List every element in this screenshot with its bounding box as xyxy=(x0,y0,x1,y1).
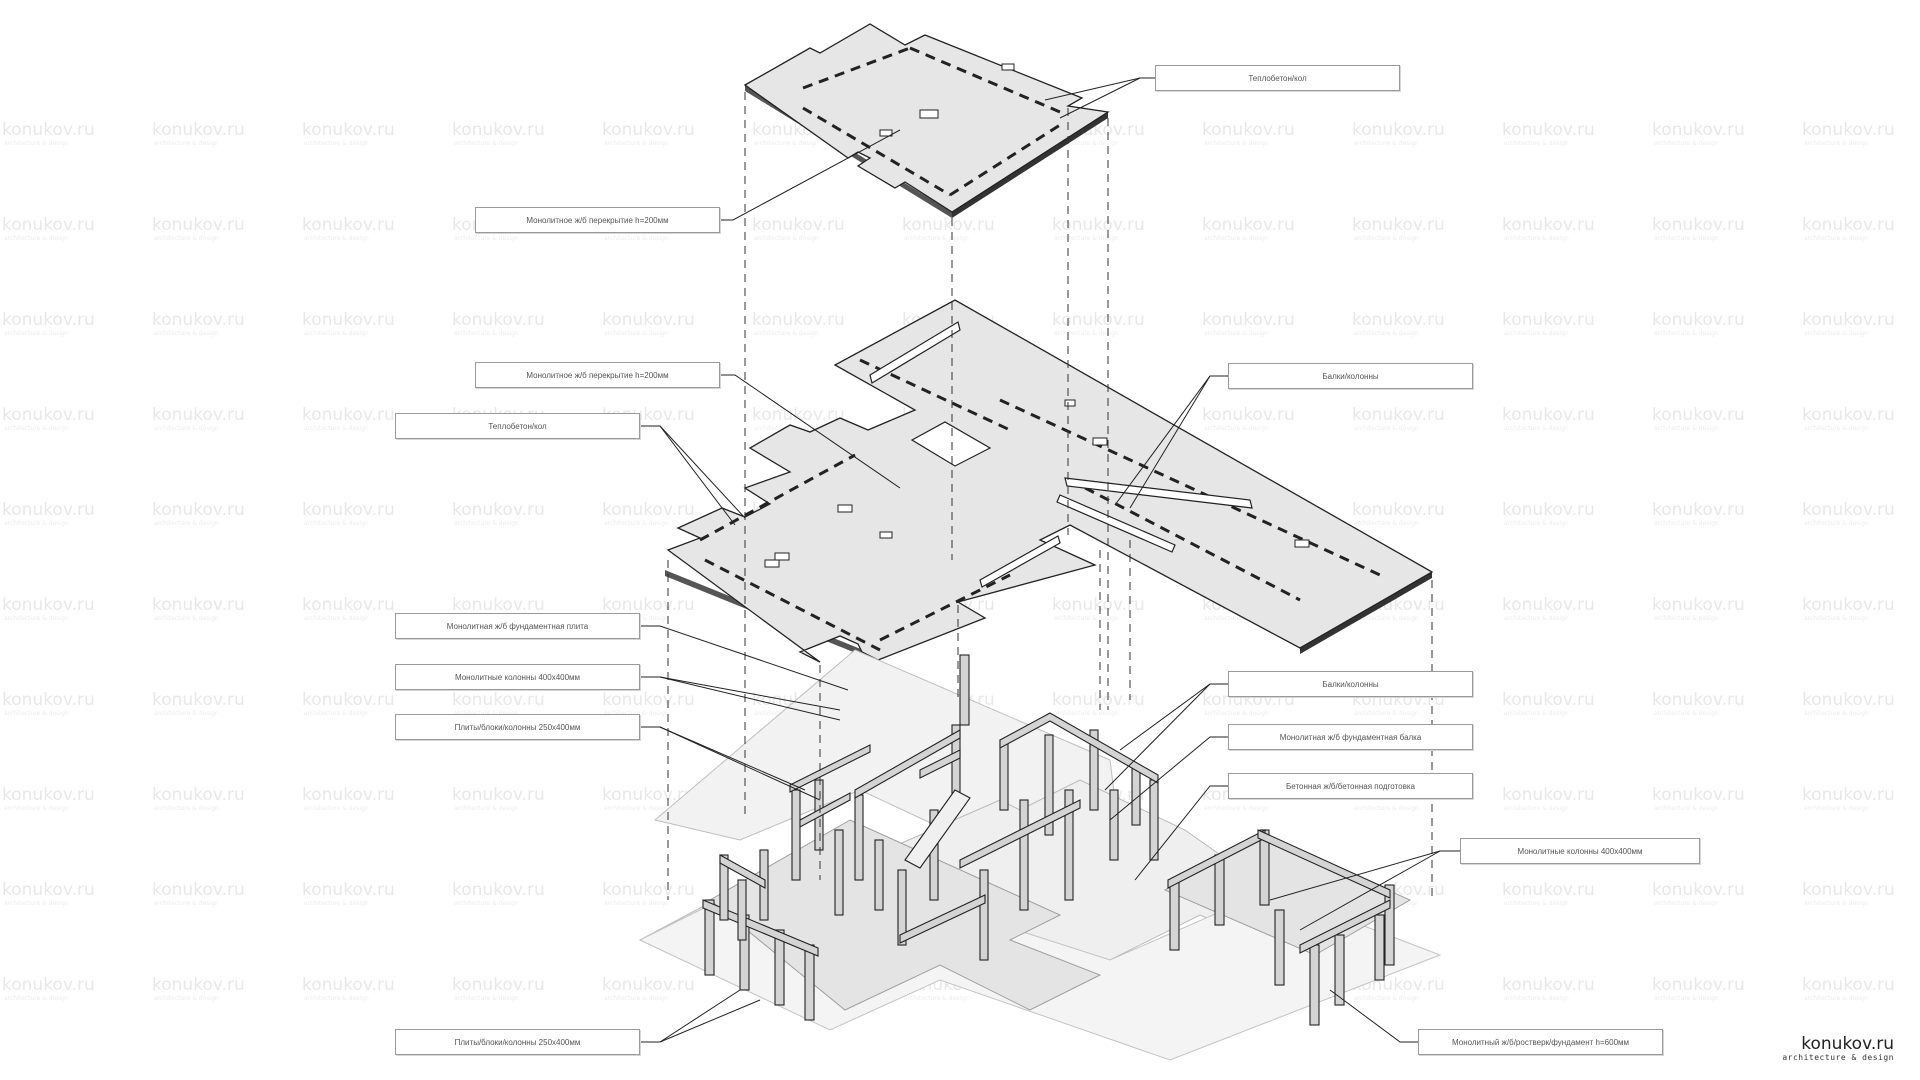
column xyxy=(719,854,729,921)
callout-floor-beams-left: Теплобетон/кол xyxy=(395,413,640,439)
frame-columns xyxy=(702,654,1395,1026)
garage-column xyxy=(1309,944,1320,1026)
column xyxy=(979,869,989,961)
callout-garage-columns: Монолитные колонны 400х400мм xyxy=(1460,838,1700,864)
floor-beams xyxy=(869,321,1253,588)
column xyxy=(854,794,864,881)
garage-column xyxy=(1169,879,1180,951)
beam xyxy=(899,894,986,944)
column xyxy=(1019,799,1029,911)
callout-lower-beams: Балки/колонны xyxy=(1228,671,1473,697)
roof-opening xyxy=(919,109,939,119)
brand-logo: konukov.ru architecture & design xyxy=(1782,1035,1894,1062)
column xyxy=(737,879,747,941)
beam xyxy=(702,899,819,957)
stair xyxy=(904,789,971,869)
brand-name: konukov.ru xyxy=(1801,1034,1894,1054)
column xyxy=(959,654,970,726)
callout-precast-columns-upper: Плиты/блоки/колонны 250х400мм xyxy=(395,714,640,740)
beam xyxy=(854,729,961,799)
roof-opening xyxy=(1001,63,1015,71)
callout-precast-columns-lower: Плиты/блоки/колонны 250х400мм xyxy=(395,1029,640,1055)
roof-slab-edge-right xyxy=(952,112,1108,218)
callout-foundation-beam: Монолитная ж/б фундаментная балка xyxy=(1228,724,1473,750)
column xyxy=(834,829,844,916)
callout-roof-beams-top: Теплобетон/кол xyxy=(1155,65,1400,91)
column xyxy=(1089,729,1099,811)
beam xyxy=(959,799,1081,869)
column xyxy=(1044,734,1054,836)
beam xyxy=(789,744,871,793)
alignment-lines xyxy=(667,92,1433,900)
callout-floor-slab: Монолитное ж/б перекрытие h=200мм xyxy=(475,362,720,388)
garage-column xyxy=(1384,884,1395,966)
garage-beam xyxy=(1257,829,1391,899)
callout-roof-slab: Монолитное ж/б перекрытие h=200мм xyxy=(475,207,720,233)
garage-column xyxy=(1214,854,1225,926)
column xyxy=(774,929,785,1006)
column xyxy=(791,789,801,881)
callout-monolith-columns: Монолитные колонны 400х400мм xyxy=(395,664,640,690)
callout-floor-beams-right: Балки/колонны xyxy=(1228,363,1473,389)
stair-opening xyxy=(910,421,992,467)
floor-slab-edge-2 xyxy=(1300,572,1432,654)
floor-openings xyxy=(764,399,1310,568)
column xyxy=(897,869,907,946)
column xyxy=(704,899,715,976)
garage-column xyxy=(1334,934,1345,1006)
column xyxy=(804,944,815,1021)
column xyxy=(1131,764,1141,826)
callout-ground-floor: Бетонная ж/б/бетонная подготовка xyxy=(1228,773,1473,799)
callout-garage-foundation: Монолитный ж/б/ростверк/фундамент h=600м… xyxy=(1418,1029,1663,1055)
beam xyxy=(719,854,766,889)
column xyxy=(874,839,884,911)
beam xyxy=(999,712,1159,784)
column xyxy=(929,809,939,901)
garage-column xyxy=(1274,909,1285,986)
beam xyxy=(919,749,961,779)
roof-beam-dashes xyxy=(802,46,1061,197)
garage-column xyxy=(1374,914,1385,981)
brand-tagline: architecture & design xyxy=(1782,1053,1894,1062)
callout-ground-slab: Монолитная ж/б фундаментная плита xyxy=(395,613,640,639)
beam xyxy=(799,792,851,828)
column xyxy=(1149,779,1159,861)
leader-lines xyxy=(640,77,1460,1043)
roof-opening xyxy=(879,129,893,137)
floor-slab xyxy=(666,299,1434,663)
column xyxy=(1064,789,1074,901)
roof-slab-group xyxy=(743,23,1110,218)
column xyxy=(999,739,1009,811)
garage-beam xyxy=(1299,899,1391,954)
column xyxy=(1109,789,1119,861)
